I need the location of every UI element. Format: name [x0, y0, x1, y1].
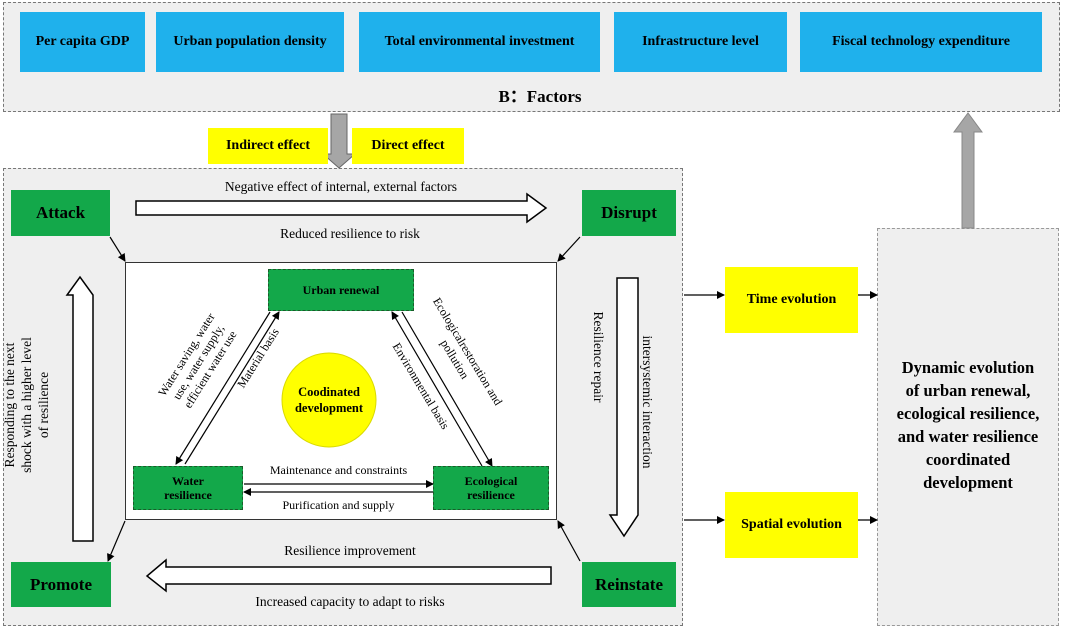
time-evolution-box: Time evolution — [725, 267, 858, 333]
flow-resilience-repair-label: Resilience repair — [591, 311, 606, 403]
result-line-3: ecological resilience, — [896, 404, 1040, 423]
promote-corner-arrow — [107, 520, 126, 562]
result-line-5: coordinated — [925, 450, 1011, 469]
center-line-1: Coodinated — [298, 385, 360, 399]
node-eco-line-2: resilience — [467, 488, 515, 502]
factor-fiscal-technology-expenditure: Fiscal technology expenditure — [800, 12, 1042, 72]
flow-negative-effect-label: Negative effect of internal, external fa… — [224, 179, 458, 194]
factors-title: B：Factors — [498, 86, 582, 106]
node-water-resilience: Water resilience — [133, 466, 243, 510]
flow-intersystemic-interaction-label: intersystemic interaction — [640, 335, 655, 469]
factor-total-environmental-investment: Total environmental investment — [359, 12, 600, 72]
edge-water-to-urban — [184, 311, 280, 465]
result-up-arrow — [953, 112, 983, 229]
node-eco-line-1: Ecological — [464, 474, 518, 488]
flow-reduced-resilience-label: Reduced resilience to risk — [280, 226, 420, 241]
factor-per-capita-gdp: Per capita GDP — [20, 12, 145, 72]
factor-urban-population-density: Urban population density — [156, 12, 344, 72]
node-water-line-1: Water — [172, 474, 204, 488]
direct-effect-label: Direct effect — [352, 128, 464, 164]
edge-maintenance-label: Maintenance and constraints — [269, 462, 408, 477]
bottom-hollow-arrow — [145, 558, 552, 593]
flow-increased-capacity-label: Increased capacity to adapt to risks — [255, 594, 445, 609]
edge-purification-label: Purification and supply — [282, 497, 395, 512]
edge-urban-to-water — [175, 311, 271, 465]
stage-promote: Promote — [11, 562, 111, 607]
edge-eco-to-urban — [391, 311, 483, 467]
node-water-line-2: resilience — [164, 488, 212, 502]
result-line-6: development — [923, 473, 1013, 492]
result-line-2: of urban renewal, — [905, 381, 1031, 400]
stage-reinstate: Reinstate — [582, 562, 676, 607]
dynamic-evolution-result: Dynamic evolution of urban renewal, ecol… — [877, 350, 1059, 500]
indirect-effect-label: Indirect effect — [208, 128, 328, 164]
result-line-1: Dynamic evolution — [901, 358, 1035, 377]
result-line-4: and water resilience — [897, 427, 1039, 446]
stage-attack: Attack — [11, 190, 110, 236]
factors-down-arrow — [321, 113, 357, 169]
flow-resilience-improvement-label: Resilience improvement — [284, 543, 416, 558]
node-ecological-resilience: Ecological resilience — [433, 466, 549, 510]
flow-responding-label: Responding to the next shock with a high… — [1, 305, 55, 505]
node-urban-renewal: Urban renewal — [268, 269, 414, 311]
stage-disrupt: Disrupt — [582, 190, 676, 236]
left-hollow-arrow — [65, 275, 94, 542]
flow-responding-line-2: shock with a higher level — [19, 337, 34, 473]
center-line-2: development — [294, 401, 364, 415]
edge-urban-to-eco — [401, 311, 493, 467]
flow-responding-line-1: Responding to the next — [2, 342, 17, 468]
flow-responding-line-3: of resilience — [36, 371, 51, 439]
factor-infrastructure-level: Infrastructure level — [614, 12, 787, 72]
top-hollow-arrow — [135, 192, 548, 224]
right-hollow-arrow — [608, 277, 639, 538]
disrupt-corner-arrow — [557, 236, 581, 262]
result-panel — [877, 228, 1059, 626]
coordinated-development-label: Coodinated development — [284, 380, 374, 420]
spatial-evolution-box: Spatial evolution — [725, 492, 858, 558]
reinstate-corner-arrow — [557, 520, 581, 562]
coordinated-development-circle — [281, 352, 377, 448]
attack-corner-arrow — [109, 236, 126, 262]
